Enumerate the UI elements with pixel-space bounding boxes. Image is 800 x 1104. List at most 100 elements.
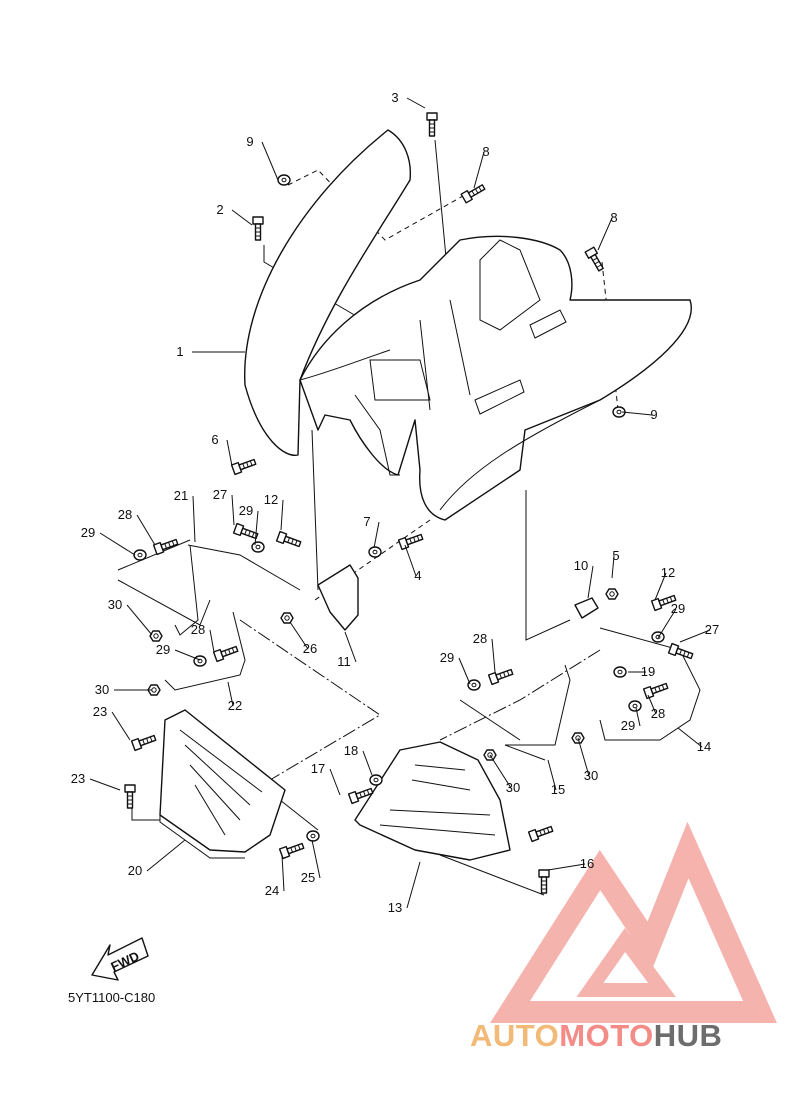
washer-icon	[368, 546, 382, 558]
callout-c5: 5	[612, 548, 619, 563]
callout-c13: 13	[388, 900, 402, 915]
leader-c22	[227, 681, 234, 707]
fwd-arrow-icon: FWD	[91, 937, 149, 981]
nut-icon	[149, 630, 163, 642]
callout-c30a: 30	[108, 597, 122, 612]
leader-c30c	[489, 754, 512, 789]
leader-c14	[677, 727, 703, 748]
callout-c28a: 28	[118, 507, 132, 522]
leader-c30a	[126, 604, 153, 636]
leader-c30d	[577, 737, 590, 777]
nut-icon	[280, 612, 294, 624]
leader-c3	[406, 97, 426, 109]
callout-c29f: 29	[621, 718, 635, 733]
bolt-icon	[527, 825, 554, 843]
leader-c16	[547, 863, 586, 871]
bolt-icon	[538, 869, 550, 894]
callout-c23a: 23	[93, 704, 107, 719]
washer-icon	[251, 541, 265, 553]
callout-c27a: 27	[213, 487, 227, 502]
callout-c22: 22	[228, 698, 242, 713]
washer-icon	[613, 666, 627, 678]
mud-guard-left	[159, 709, 286, 859]
leader-c27b	[679, 629, 711, 643]
leader-c12b	[654, 572, 667, 601]
callout-c27b: 27	[705, 622, 719, 637]
leader-c23b	[89, 778, 121, 791]
leader-c9b	[621, 411, 653, 416]
leader-c5	[611, 555, 615, 579]
callout-c30c: 30	[506, 780, 520, 795]
watermark-hub: HUB	[653, 1018, 723, 1053]
callout-c9a: 9	[246, 134, 253, 149]
callout-c3: 3	[391, 90, 398, 105]
leader-c27a	[231, 494, 235, 526]
leader-c21	[192, 495, 196, 543]
leader-c9a	[261, 141, 279, 181]
bolt-icon	[642, 682, 669, 700]
callout-c7: 7	[363, 514, 370, 529]
bolt-icon	[130, 734, 157, 752]
leader-c23a	[111, 711, 131, 741]
callout-c30b: 30	[95, 682, 109, 697]
leader-c2	[231, 209, 253, 226]
callout-c14: 14	[697, 739, 711, 754]
callout-c12b: 12	[661, 565, 675, 580]
leader-c7	[373, 521, 380, 549]
callout-c21: 21	[174, 488, 188, 503]
watermark-moto: MOTO	[559, 1018, 654, 1053]
leader-c20	[146, 839, 186, 872]
callout-c28c: 28	[473, 631, 487, 646]
callouts: 1234567889910111212131415161718192021222…	[71, 90, 719, 915]
leader-c11	[344, 631, 357, 663]
washer-icon	[133, 549, 147, 561]
diagram-code: 5YT1100-C180	[68, 990, 156, 1005]
callout-c29a: 29	[81, 525, 95, 540]
washer-icon	[306, 830, 320, 842]
callout-c2: 2	[216, 202, 223, 217]
callout-c20: 20	[128, 863, 142, 878]
leader-c24	[281, 854, 285, 892]
bolt-icon	[667, 642, 694, 660]
leader-c29c	[174, 649, 201, 661]
callout-c8b: 8	[610, 210, 617, 225]
leader-c28d	[647, 694, 657, 715]
bolt-icon	[212, 645, 239, 663]
callout-c23b: 23	[71, 771, 85, 786]
washer-icon	[369, 774, 383, 786]
leader-c12a	[280, 499, 284, 531]
bolt-icon	[460, 184, 486, 204]
leader-c29f	[635, 707, 641, 727]
leader-c26	[289, 621, 309, 650]
bolt-icon	[275, 530, 302, 548]
bolt-icon	[124, 784, 136, 809]
leader-c25	[311, 839, 321, 879]
callout-c29e: 29	[671, 601, 685, 616]
leader-c28a	[136, 514, 156, 546]
callout-leaders	[89, 97, 711, 909]
callout-c10: 10	[574, 558, 588, 573]
callout-c16: 16	[580, 856, 594, 871]
leader-c29b	[254, 510, 259, 546]
bolt-icon	[650, 594, 677, 612]
leader-c8b	[597, 217, 613, 251]
callout-c17: 17	[311, 761, 325, 776]
callout-c28d: 28	[651, 706, 665, 721]
callout-c11: 11	[337, 654, 351, 669]
nut-icon	[605, 588, 619, 600]
bolt-icon	[426, 112, 438, 137]
leader-c15	[547, 759, 557, 791]
callout-c28b: 28	[191, 622, 205, 637]
leader-c29e	[657, 608, 677, 639]
bolt-icon	[278, 842, 305, 860]
leader-c18	[362, 750, 373, 776]
bolt-icon	[397, 533, 424, 551]
callout-c15: 15	[551, 782, 565, 797]
callout-c19: 19	[641, 664, 655, 679]
washer-icon	[277, 174, 291, 186]
callout-c26: 26	[303, 641, 317, 656]
mud-guard-right	[354, 741, 511, 861]
watermark-auto: AUTO	[470, 1018, 560, 1053]
washer-icon	[193, 655, 207, 667]
